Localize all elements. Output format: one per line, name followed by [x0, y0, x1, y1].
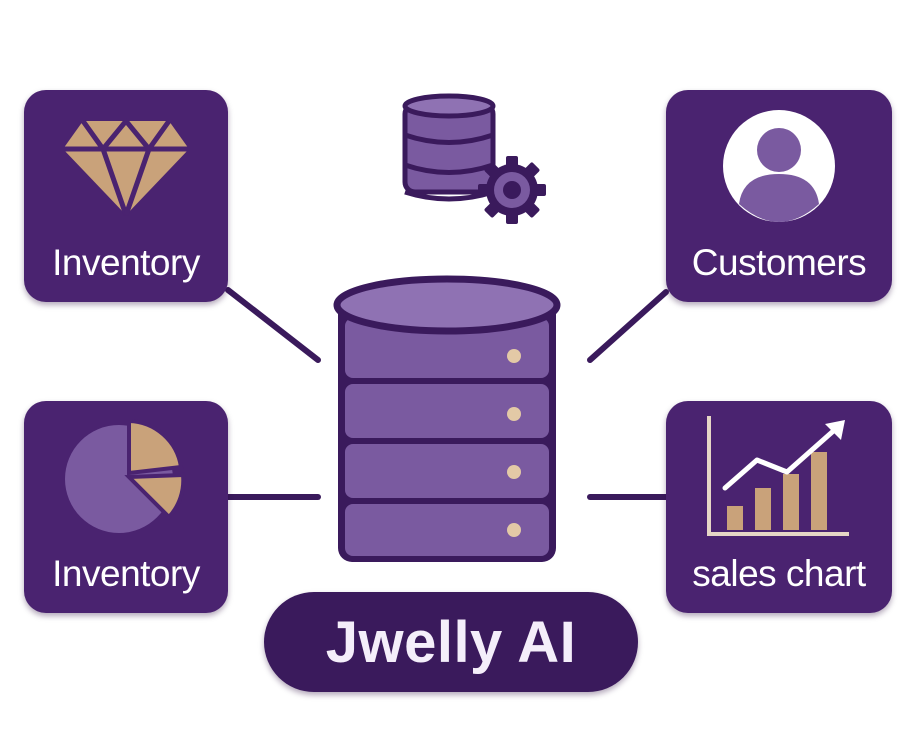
- connector-top-left: [225, 287, 321, 363]
- inventory-chart-card[interactable]: Inventory: [24, 401, 228, 613]
- user-icon: [666, 90, 892, 242]
- card-label: sales chart: [692, 553, 866, 594]
- connector-lines: [225, 287, 669, 500]
- database-layer: [345, 504, 549, 556]
- title-badge: Jwelly AI: [264, 592, 638, 692]
- card-label: Inventory: [52, 553, 200, 594]
- bar-chart-icon: [666, 401, 892, 553]
- card-label: Customers: [691, 242, 867, 283]
- app-title: Jwelly AI: [325, 609, 577, 675]
- status-light: [507, 465, 521, 479]
- status-light: [507, 523, 521, 537]
- database-layer: [345, 444, 549, 498]
- database-icon: [333, 275, 561, 562]
- pie-chart-icon: [24, 401, 228, 553]
- database-layer: [345, 384, 549, 438]
- status-light: [507, 407, 521, 421]
- database-top: [333, 275, 561, 335]
- database-settings-icon: [402, 93, 546, 224]
- connector-top-right: [587, 289, 669, 363]
- inventory-card[interactable]: Inventory: [24, 90, 228, 302]
- database-layer: [345, 318, 549, 378]
- sales-chart-card[interactable]: sales chart: [666, 401, 892, 613]
- gear-icon: [478, 156, 546, 224]
- diamond-icon: [24, 90, 228, 242]
- card-label: Inventory: [52, 242, 200, 283]
- small-database-icon: [402, 93, 496, 202]
- customers-card[interactable]: Customers: [666, 90, 892, 302]
- status-light: [507, 349, 521, 363]
